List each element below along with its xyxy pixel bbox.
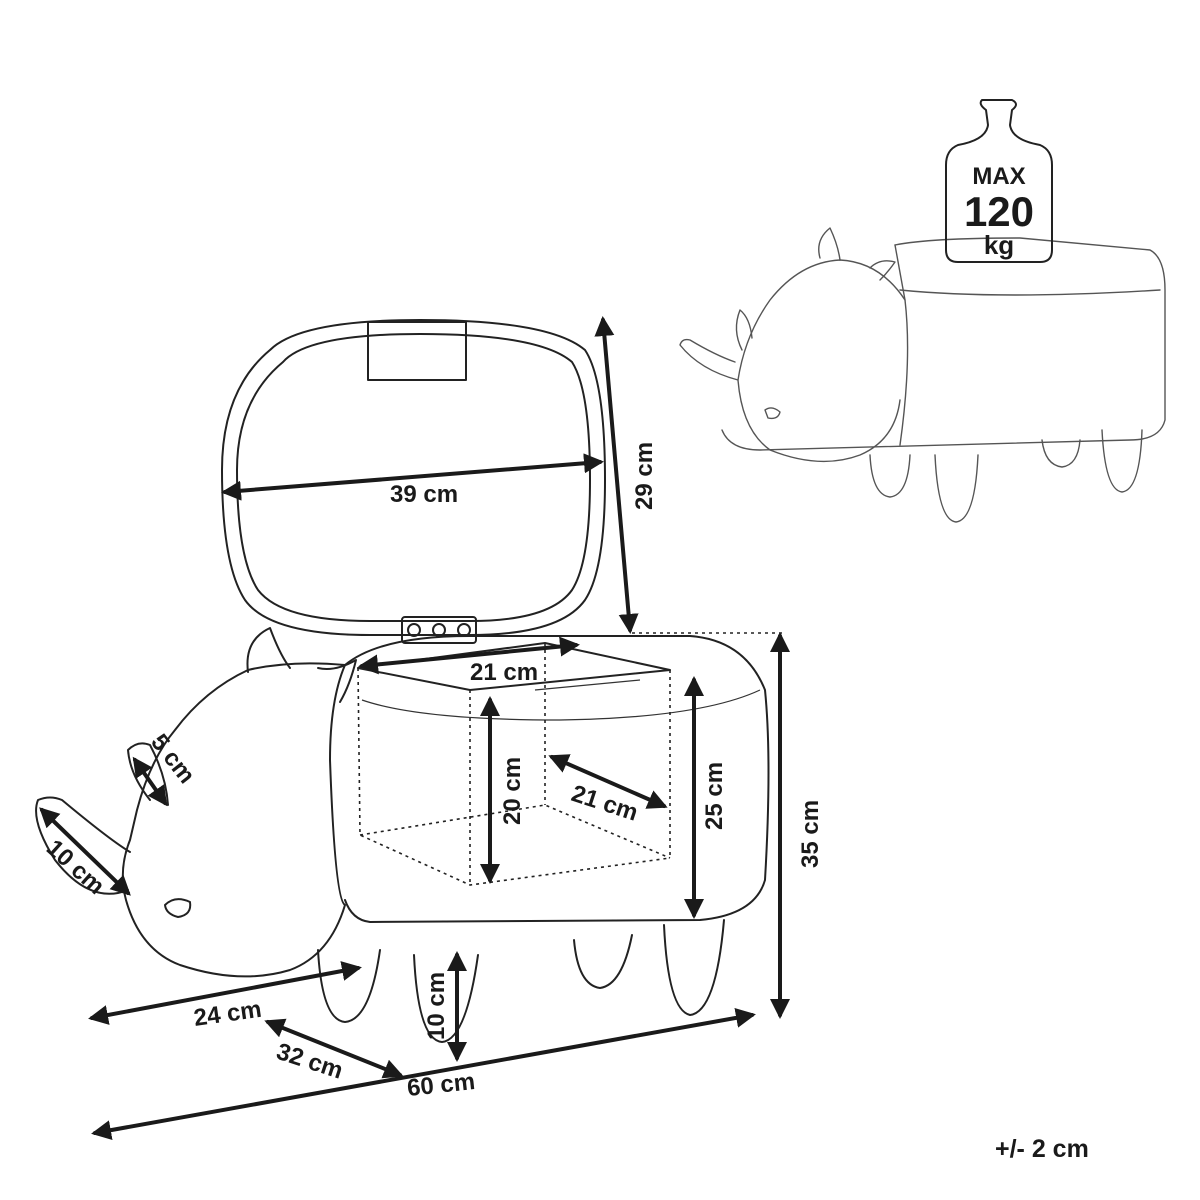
arrow-length-60 [91,1007,756,1141]
arrow-horn-small [132,756,168,807]
dimension-labels: 39 cm 29 cm 21 cm 20 cm 21 cm 25 cm 35 c… [41,442,824,1102]
label-compartment-height: 20 cm [499,757,526,825]
closed-rhino-stool [679,227,1166,523]
label-seat-height: 25 cm [701,762,728,830]
legs [317,919,725,1043]
dimension-arrows [39,316,790,1141]
label-width-24: 24 cm [192,996,263,1032]
arrow-lid-width [221,453,604,501]
rhino-head [35,627,357,978]
weight-line-unit: kg [984,230,1014,260]
label-length-60: 60 cm [406,1068,477,1102]
main-rhino-stool [35,319,770,1043]
weight-line-max: MAX [972,163,1025,190]
label-lid-height: 29 cm [631,442,658,510]
label-horn-small: 5 cm [145,729,200,789]
arrow-compartment-width [358,636,580,675]
arrow-lid-height [594,316,639,634]
label-depth-32: 32 cm [273,1038,346,1085]
arrow-horn-large [39,807,131,896]
label-leg-height: 10 cm [423,972,450,1040]
weight-line-value: 120 [964,188,1034,235]
max-weight-icon: MAX 120 kg [945,99,1053,263]
label-lid-width: 39 cm [390,481,458,508]
label-compartment-width: 21 cm [470,659,538,686]
tolerance-note: +/- 2 cm [995,1135,1089,1163]
arrow-compartment-depth [548,754,668,809]
label-total-height: 35 cm [797,800,824,868]
